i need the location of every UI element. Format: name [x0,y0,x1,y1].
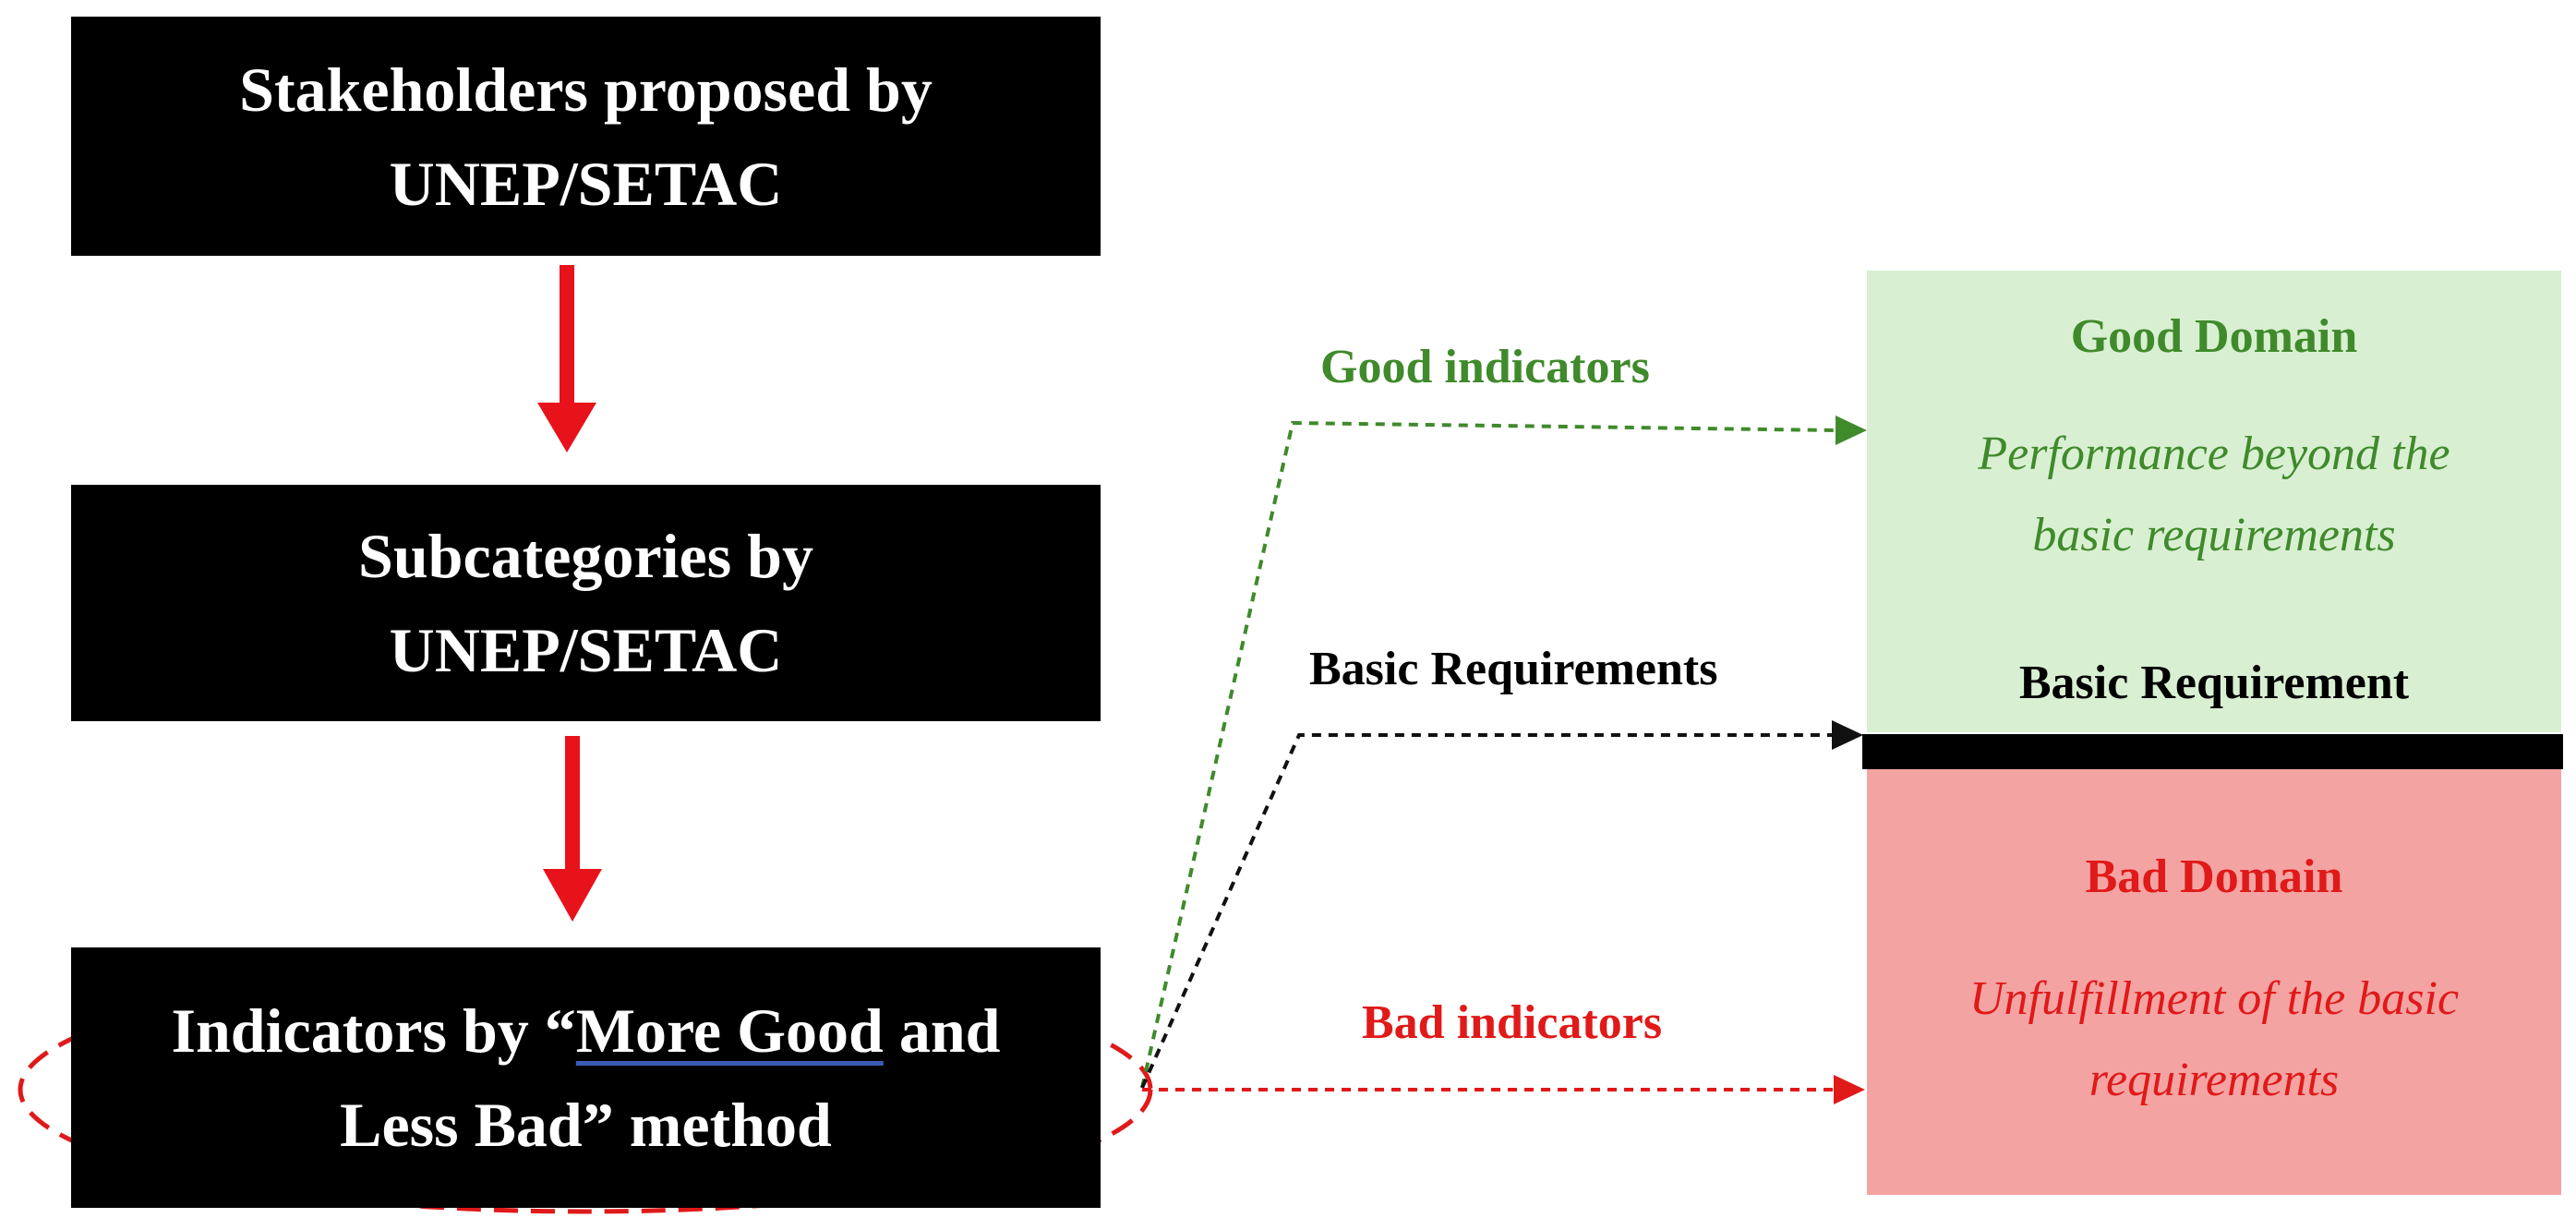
indicators-text: Indicators by “More Good and Less Bad” m… [172,983,1001,1172]
bad-domain-panel [1867,760,2561,1195]
good-domain-title: Good Domain [2070,310,2358,363]
indicators-text-end: and Less Bad” method [340,995,1001,1160]
good-domain-description: Performance beyond the basic requirement… [1978,428,2450,562]
bad-domain-description: Unfulfillment of the basic requirements [1968,972,2460,1107]
flow-arrow-1 [537,265,596,452]
subcategories-box: Subcategories by UNEP/SETAC [71,485,1101,721]
basic-requirements-connector [1140,720,1863,1089]
bad-domain-title: Bad Domain [2085,850,2343,903]
subcategories-text: Subcategories by UNEP/SETAC [358,521,813,685]
good-indicators-label: Good indicators [1320,341,1650,393]
basic-requirement-line [1862,734,2563,769]
good-domain-panel [1867,271,2561,732]
flow-arrow-2 [543,736,602,922]
bad-indicators-label: Bad indicators [1362,996,1663,1049]
good-indicators-connector [1140,416,1867,1089]
basic-requirement-label: Basic Requirement [2018,657,2410,709]
indicators-box: Indicators by “More Good and Less Bad” m… [71,947,1101,1208]
basic-requirements-label: Basic Requirements [1309,643,1718,695]
bad-indicators-connector [1142,1075,1865,1104]
stakeholders-text: Stakeholders proposed by UNEP/SETAC [239,54,933,219]
indicators-text-start: Indicators by “ [171,995,576,1066]
stakeholders-box: Stakeholders proposed by UNEP/SETAC [71,17,1101,256]
indicators-text-underlined: More Good [575,995,884,1066]
